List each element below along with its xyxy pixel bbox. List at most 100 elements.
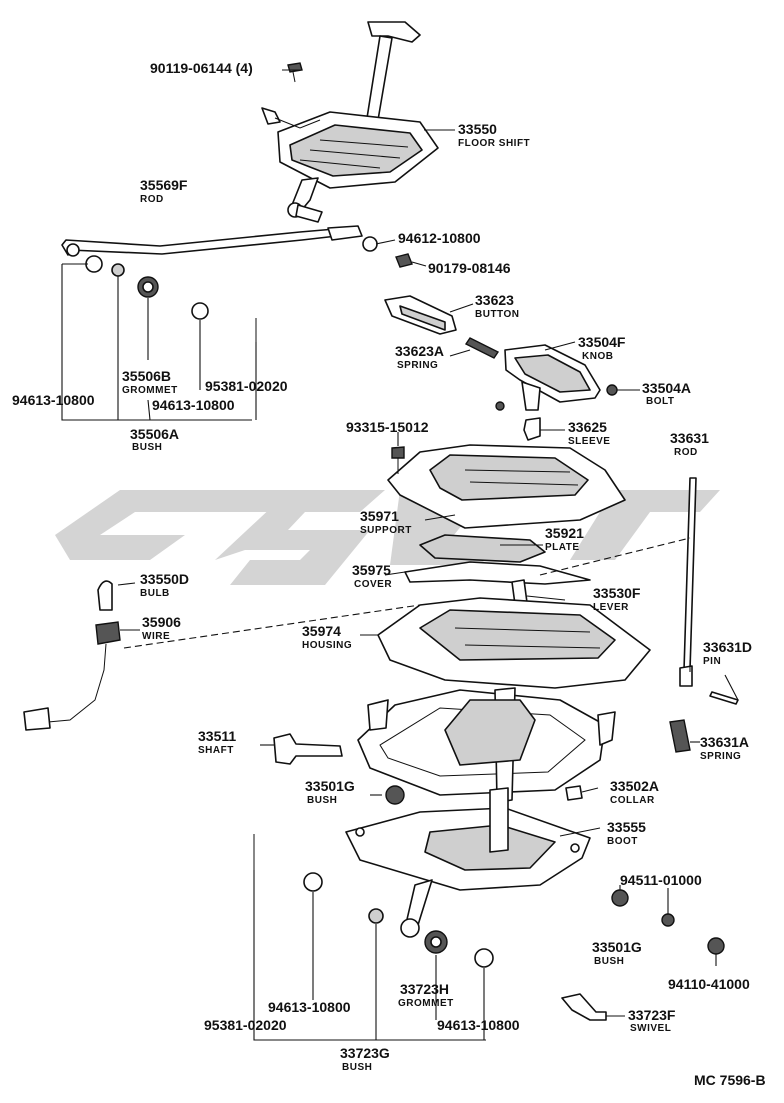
svg-text:33623A: 33623A [395,343,444,359]
svg-text:SUPPORT: SUPPORT [360,525,412,536]
svg-text:KNOB: KNOB [582,351,613,362]
grommet-33723H [424,930,448,954]
svg-text:33504F: 33504F [578,334,626,350]
plate-35921 [419,534,546,563]
svg-text:35906: 35906 [142,614,181,630]
svg-text:COVER: COVER [354,579,392,590]
svg-text:BUSH: BUSH [132,442,162,453]
washer-94613-bot-left [303,872,323,892]
svg-text:33511: 33511 [198,728,236,744]
svg-text:93315-15012: 93315-15012 [346,419,429,435]
svg-text:ROD: ROD [674,447,698,458]
svg-text:33530F: 33530F [593,585,641,601]
label-94613-bot-right: 94613-10800 [437,1017,520,1033]
bush-33723G [368,908,384,924]
svg-text:BOLT: BOLT [646,396,674,407]
floor-shift-assembly [261,21,439,223]
cover-35975 [404,561,591,585]
label-90119: 90119-06144 (4) [150,60,253,76]
svg-text:35506B: 35506B [122,368,171,384]
svg-text:95381-02020: 95381-02020 [205,378,288,394]
svg-text:33723G: 33723G [340,1045,390,1061]
svg-text:95381-02020: 95381-02020 [204,1017,287,1033]
collar-33502A [565,785,583,801]
svg-text:33631D: 33631D [703,639,752,655]
lower-lever [400,879,433,938]
nut-90179 [395,253,413,268]
washer-94612 [362,236,378,252]
svg-text:94613-10800: 94613-10800 [268,999,351,1015]
svg-text:HOUSING: HOUSING [302,640,352,651]
shaft-33511 [273,733,343,765]
bulb-33550D [97,580,113,611]
svg-text:BUSH: BUSH [594,956,624,967]
svg-text:94613-10800: 94613-10800 [152,397,235,413]
svg-text:35971: 35971 [360,508,399,524]
svg-text:SLEEVE: SLEEVE [568,436,610,447]
svg-text:94613-10800: 94613-10800 [437,1017,520,1033]
knob-33504F [504,344,601,411]
svg-text:35974: 35974 [302,623,341,639]
svg-text:GROMMET: GROMMET [398,998,454,1009]
bolt-33504A [606,384,618,396]
svg-text:SWIVEL: SWIVEL [630,1023,671,1034]
svg-text:BUTTON: BUTTON [475,309,519,320]
svg-text:33723H: 33723H [400,981,449,997]
svg-text:PIN: PIN [703,656,721,667]
base-bracket [357,687,616,803]
svg-text:33502A: 33502A [610,778,659,794]
label-94613-bot-left: 94613-10800 [268,999,351,1015]
svg-text:35569F: 35569F [140,177,188,193]
svg-text:BULB: BULB [140,588,170,599]
label-95381-bot: 95381-02020 [204,1017,287,1033]
svg-text:35921: 35921 [545,525,584,541]
button-33623 [384,295,457,335]
svg-text:94612-10800: 94612-10800 [398,230,481,246]
grommet-35506B [137,276,159,298]
svg-text:35975: 35975 [352,562,391,578]
svg-text:33501G: 33501G [592,939,642,955]
washer-94613-top-left [85,255,103,273]
nut-94110 [707,937,725,955]
svg-text:33623: 33623 [475,292,514,308]
svg-text:SPRING: SPRING [397,360,438,371]
svg-text:33631: 33631 [670,430,709,446]
svg-text:94511-01000: 94511-01000 [620,872,702,888]
svg-text:COLLAR: COLLAR [610,795,655,806]
svg-text:BOOT: BOOT [607,836,638,847]
support-35971 [387,444,626,529]
label-90179: 90179-08146 [428,260,511,276]
svg-text:33555: 33555 [607,819,646,835]
washer-94613-bot-right [474,948,494,968]
svg-text:35506A: 35506A [130,426,179,442]
svg-text:GROMMET: GROMMET [122,385,178,396]
svg-text:BUSH: BUSH [342,1062,372,1073]
washer-94613-top-mid [191,302,209,320]
svg-text:PLATE: PLATE [545,542,580,553]
svg-text:33504A: 33504A [642,380,691,396]
bush-35506A [111,263,125,277]
nut-94511 [661,913,675,927]
pin-33631D [709,691,739,705]
svg-text:FLOOR SHIFT: FLOOR SHIFT [458,138,530,149]
